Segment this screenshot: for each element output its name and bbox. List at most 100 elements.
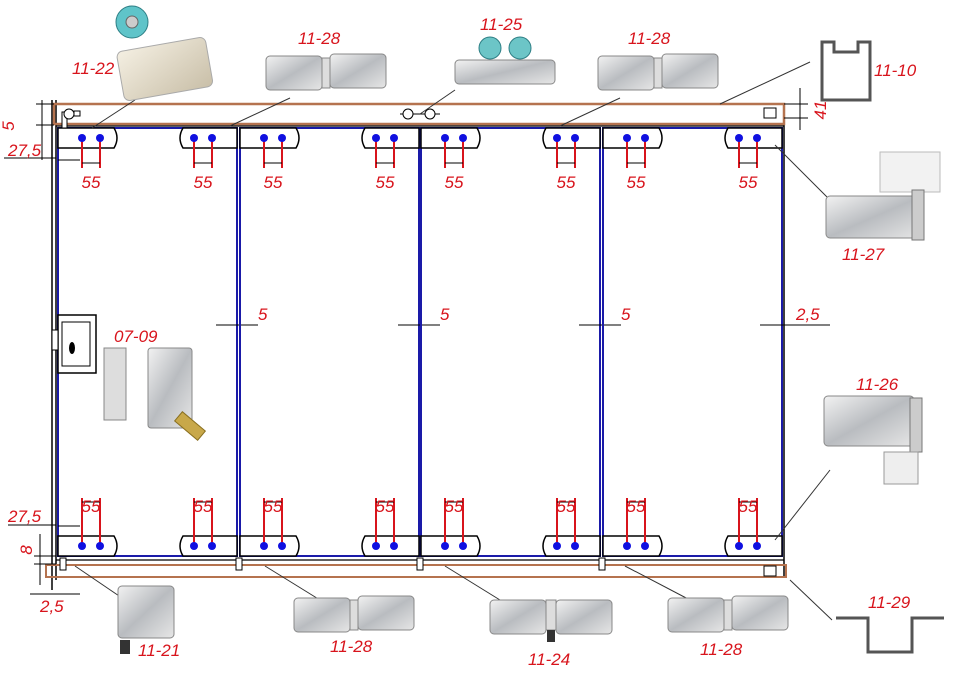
- part-label-11-10: 11-10: [874, 61, 917, 80]
- lock-box: [51, 314, 97, 374]
- mounting-hole: [459, 134, 467, 142]
- mounting-hole: [623, 542, 631, 550]
- bottom-side-gap-label: 2,5: [39, 597, 64, 616]
- mounting-hole: [571, 134, 579, 142]
- hinge-fitting: [602, 127, 663, 149]
- glass-outline: [420, 127, 601, 557]
- mounting-hole: [641, 542, 649, 550]
- hole-spacing-label: 55: [264, 173, 283, 192]
- part-label-11-28: 11-28: [298, 29, 341, 48]
- part-label-11-22: 11-22: [72, 59, 115, 78]
- hinge-fitting: [602, 535, 663, 557]
- mounting-hole: [78, 542, 86, 550]
- mounting-hole: [190, 542, 198, 550]
- hinge-photo-top-right: [597, 53, 719, 91]
- mounting-hole: [753, 542, 761, 550]
- bottom-pivot-photo: [823, 395, 923, 485]
- mounting-hole: [208, 542, 216, 550]
- mounting-hole: [735, 134, 743, 142]
- mounting-hole: [390, 134, 398, 142]
- bottom-guide-pin: [598, 557, 606, 571]
- part-label-11-21: 11-21: [138, 641, 180, 660]
- top-offset-label: 27,5: [7, 141, 42, 160]
- panel-gap-label: 5: [440, 305, 450, 324]
- part-label-07-09: 07-09: [114, 327, 158, 346]
- hinge-fitting: [420, 127, 481, 149]
- right-gap-label: 2,5: [795, 305, 820, 324]
- mounting-hole: [260, 134, 268, 142]
- hole-spacing-label: 55: [194, 173, 213, 192]
- hinge-fitting: [57, 535, 118, 557]
- part-label-11-28: 11-28: [700, 640, 743, 659]
- hole-spacing-label: 55: [376, 173, 395, 192]
- hinge-photo-bottom-center: [489, 599, 613, 642]
- part-label-11-24: 11-24: [528, 650, 570, 669]
- hinge-photo-top-left: [265, 53, 387, 91]
- part-label-11-27: 11-27: [842, 245, 885, 264]
- hole-spacing-label: 55: [376, 497, 395, 516]
- mounting-hole: [735, 542, 743, 550]
- top-pivot-photo: [825, 151, 941, 241]
- mounting-hole: [441, 134, 449, 142]
- rail-end-stop-top: [763, 107, 777, 119]
- mounting-hole: [190, 134, 198, 142]
- hole-spacing-label: 55: [627, 173, 646, 192]
- panel-gap-label: 5: [621, 305, 631, 324]
- mounting-hole: [278, 134, 286, 142]
- glass-outline: [239, 127, 420, 557]
- hole-spacing-label: 55: [194, 497, 213, 516]
- part-labels: 11-22 11-28 11-25 11-28 11-10 11-27 07-0…: [72, 15, 917, 669]
- hinge-fitting: [239, 535, 300, 557]
- hole-spacing-label: 55: [264, 497, 283, 516]
- mounting-hole: [623, 134, 631, 142]
- hole-spacing-label: 55: [557, 173, 576, 192]
- hole-spacing-label: 55: [739, 173, 758, 192]
- mounting-hole: [96, 134, 104, 142]
- hinge-fitting: [57, 127, 118, 149]
- hole-spacing-label: 55: [557, 497, 576, 516]
- pivot-carriage-icon: [61, 108, 81, 129]
- hinge-fitting: [420, 535, 481, 557]
- hole-spacing-label: 55: [445, 497, 464, 516]
- hinge-fitting: [239, 127, 300, 149]
- mounting-hole: [260, 542, 268, 550]
- lock-photo: [103, 347, 207, 441]
- mounting-hole: [553, 542, 561, 550]
- hole-spacing-label: 55: [445, 173, 464, 192]
- top-rail: [52, 102, 786, 126]
- mounting-hole: [553, 134, 561, 142]
- part-label-11-29: 11-29: [868, 593, 911, 612]
- door-frame: [45, 100, 787, 590]
- bottom-rail-profile-icon: [836, 616, 944, 654]
- rail-profile-icon: [820, 40, 872, 102]
- mounting-hole: [753, 134, 761, 142]
- mounting-hole: [441, 542, 449, 550]
- mounting-hole: [78, 134, 86, 142]
- roller-pivot-photo: [115, 5, 214, 101]
- bottom-guide-pin: [235, 557, 243, 571]
- mounting-hole: [372, 134, 380, 142]
- bottom-guide-pin: [59, 557, 67, 571]
- mounting-hole: [459, 542, 467, 550]
- roller-carriage-photo: [454, 36, 556, 85]
- mounting-hole: [96, 542, 104, 550]
- hinge-photo-bottom-right: [667, 595, 789, 633]
- bottom-rail: [45, 564, 787, 578]
- mounting-hole: [208, 134, 216, 142]
- bottom-pivot-clamp-photo: [117, 585, 175, 654]
- mounting-hole: [372, 542, 380, 550]
- bottom-guide-pin: [416, 557, 424, 571]
- bottom-offset-label: 27,5: [7, 507, 42, 526]
- leader-lines: [74, 61, 833, 621]
- mounting-hole: [278, 542, 286, 550]
- glass-outline: [602, 127, 783, 557]
- rail-end-stop-bottom: [763, 565, 777, 577]
- part-label-11-26: 11-26: [856, 375, 899, 394]
- bottom-gap-label: 8: [17, 545, 36, 555]
- part-label-11-25: 11-25: [480, 15, 523, 34]
- hole-spacing-label: 55: [82, 173, 101, 192]
